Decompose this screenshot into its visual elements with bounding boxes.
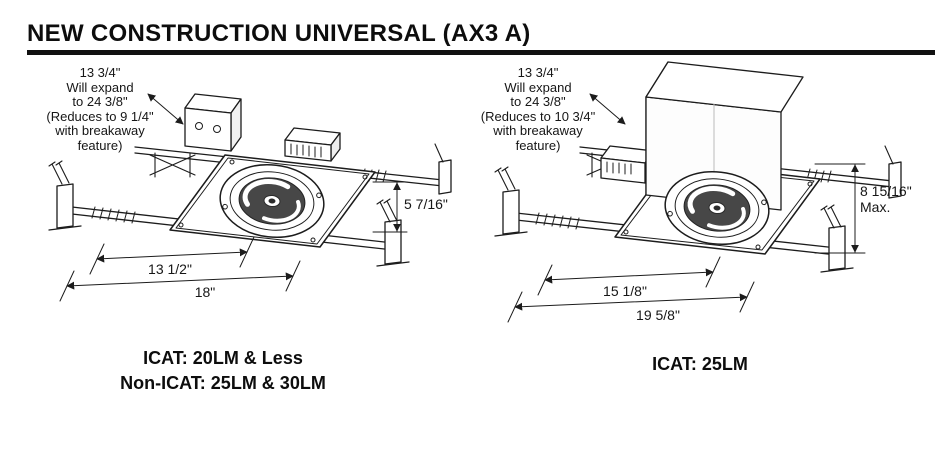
width-dim-inner-label-right: 15 1/8" (603, 283, 647, 299)
title-rule (27, 50, 935, 55)
caption-line: ICAT: 25LM (652, 354, 748, 374)
expansion-note-right: 13 3/4" Will expand to 24 3/8" (Reduces … (468, 65, 608, 153)
height-dim-qualifier: Max. (860, 199, 891, 215)
dimension-lines (59, 93, 408, 302)
mounting-bracket-back-right (434, 143, 452, 195)
height-dimension (814, 163, 866, 254)
nails (494, 166, 516, 191)
note-line: 13 3/4" (79, 65, 121, 80)
width-dim-outer-label-right: 19 5/8" (636, 307, 680, 323)
expansion-arrow (589, 93, 626, 125)
right-fixture-drawing (494, 61, 902, 323)
note-line: with breakaway (493, 123, 583, 138)
note-line: Will expand (66, 79, 134, 95)
width-dimension-inner (537, 256, 721, 296)
aperture (219, 164, 325, 238)
height-dim-value: 8 15/16" (860, 183, 912, 199)
width-dim-inner-label-left: 13 1/2" (148, 261, 192, 277)
dimension-lines (507, 93, 866, 323)
expansion-note-left: 13 3/4" Will expand to 24 3/8" (Reduces … (33, 65, 167, 153)
caption-right: ICAT: 25LM (590, 352, 810, 377)
junction-box (184, 93, 242, 152)
note-line: feature) (515, 137, 561, 153)
mounting-bracket-left (494, 166, 528, 237)
mounting-bracket-back-right (884, 145, 902, 199)
expansion-arrow (147, 93, 184, 125)
height-dimension (372, 181, 408, 233)
mounting-bracket-right (820, 204, 854, 273)
nails (376, 198, 398, 223)
mounting-bracket-left (48, 160, 82, 231)
height-dim-label-right: 8 15/16" Max. (860, 183, 932, 215)
width-dim-outer-label-left: 18" (194, 284, 216, 300)
nails (820, 204, 842, 229)
caption-line: ICAT: 20LM & Less (143, 348, 303, 368)
nails (48, 160, 70, 185)
note-line: (Reduces to 9 1/4" (46, 108, 154, 124)
width-dimension-outer (59, 260, 301, 302)
note-line: Will expand (504, 79, 572, 95)
note-line: to 24 3/8" (510, 94, 566, 109)
page-title: NEW CONSTRUCTION UNIVERSAL (AX3 A) (27, 20, 531, 47)
note-line: 13 3/4" (517, 65, 559, 80)
left-fixture-drawing (48, 93, 452, 302)
aperture (664, 171, 770, 245)
note-line: with breakaway (55, 123, 145, 138)
note-line: feature) (77, 137, 123, 153)
width-dimension-inner (89, 236, 255, 275)
note-line: (Reduces to 10 3/4" (480, 108, 596, 124)
note-line: to 24 3/8" (72, 94, 128, 109)
height-dim-label-left: 5 7/16" (404, 196, 448, 212)
caption-line: Non-ICAT: 25LM & 30LM (120, 373, 326, 393)
width-dimension-outer (507, 281, 755, 323)
butterfly-bracket (149, 152, 196, 178)
caption-left: ICAT: 20LM & Less Non-ICAT: 25LM & 30LM (88, 346, 358, 396)
driver-box (284, 127, 341, 162)
